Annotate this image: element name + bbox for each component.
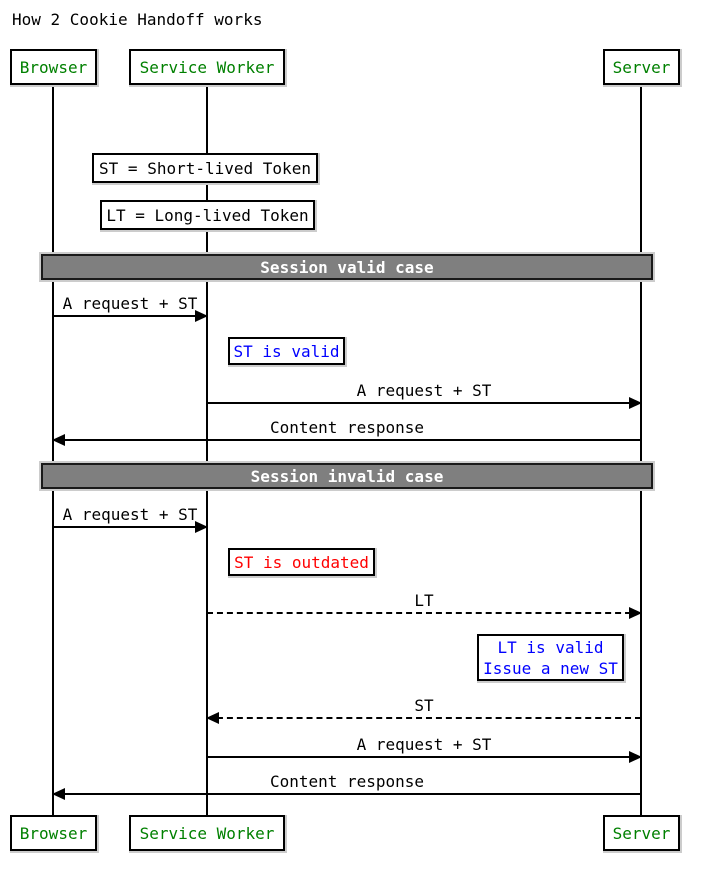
arrow-line bbox=[52, 434, 641, 446]
arrowhead-right-icon bbox=[195, 521, 208, 533]
actor-label-browser: Browser bbox=[19, 823, 88, 843]
arrow-line-dashed bbox=[206, 712, 641, 724]
arrowhead-right-icon bbox=[195, 310, 208, 322]
arrow-line bbox=[207, 397, 642, 409]
actor-label-service-worker: Service Worker bbox=[139, 57, 275, 77]
arrowhead-right-icon bbox=[629, 751, 642, 763]
divider-session-valid-label: Session valid case bbox=[260, 257, 434, 277]
message-valid-worker-request: A request + ST bbox=[207, 381, 642, 409]
message-invalid-st: ST bbox=[206, 696, 641, 724]
lifeline-service-worker bbox=[206, 85, 208, 815]
message-valid-response-label: Content response bbox=[269, 418, 425, 437]
note-st-outdated-text: ST is outdated bbox=[234, 552, 369, 572]
note-st-outdated: ST is outdated bbox=[228, 548, 375, 576]
message-invalid-browser-request-label: A request + ST bbox=[62, 505, 198, 524]
note-lt-valid-line1: LT is valid bbox=[497, 637, 604, 657]
message-valid-browser-request: A request + ST bbox=[53, 294, 208, 322]
divider-session-invalid-label: Session invalid case bbox=[250, 466, 444, 486]
arrow-line-dashed bbox=[207, 607, 642, 619]
note-st-definition: ST = Short-lived Token bbox=[92, 153, 318, 183]
note-lt-definition-text: LT = Long-lived Token bbox=[106, 205, 309, 225]
actor-box-service-worker-bottom: Service Worker bbox=[129, 815, 285, 851]
actor-label-server: Server bbox=[612, 57, 671, 77]
message-invalid-lt-label: LT bbox=[414, 591, 434, 610]
arrowhead-right-icon bbox=[629, 607, 642, 619]
divider-session-invalid: Session invalid case bbox=[41, 463, 653, 489]
actor-box-browser-top: Browser bbox=[10, 49, 97, 85]
message-invalid-worker-request: A request + ST bbox=[207, 735, 642, 763]
note-st-definition-text: ST = Short-lived Token bbox=[99, 158, 311, 178]
diagram-title: How 2 Cookie Handoff works bbox=[12, 10, 263, 29]
actor-label-service-worker: Service Worker bbox=[139, 823, 275, 843]
note-st-valid: ST is valid bbox=[228, 337, 345, 365]
message-invalid-st-label: ST bbox=[414, 696, 434, 715]
message-valid-response: Content response bbox=[52, 418, 641, 446]
arrowhead-left-icon bbox=[52, 788, 65, 800]
note-st-valid-text: ST is valid bbox=[233, 341, 340, 361]
arrow-line bbox=[207, 751, 642, 763]
lifeline-server bbox=[640, 85, 642, 815]
arrowhead-left-icon bbox=[52, 434, 65, 446]
message-valid-browser-request-label: A request + ST bbox=[62, 294, 198, 313]
actor-box-service-worker-top: Service Worker bbox=[129, 49, 285, 85]
note-lt-valid-line2: Issue a new ST bbox=[483, 658, 618, 678]
message-invalid-response: Content response bbox=[52, 772, 641, 800]
arrow-line bbox=[53, 521, 208, 533]
actor-label-server: Server bbox=[612, 823, 671, 843]
message-valid-worker-request-label: A request + ST bbox=[356, 381, 492, 400]
actor-box-server-bottom: Server bbox=[603, 815, 680, 851]
actor-label-browser: Browser bbox=[19, 57, 88, 77]
arrow-line bbox=[53, 310, 208, 322]
arrow-line bbox=[52, 788, 641, 800]
message-invalid-browser-request: A request + ST bbox=[53, 505, 208, 533]
actor-box-server-top: Server bbox=[603, 49, 680, 85]
message-invalid-worker-request-label: A request + ST bbox=[356, 735, 492, 754]
message-invalid-lt: LT bbox=[207, 591, 642, 619]
arrowhead-right-icon bbox=[629, 397, 642, 409]
lifeline-browser bbox=[52, 85, 54, 815]
note-lt-definition: LT = Long-lived Token bbox=[100, 200, 315, 230]
note-lt-valid: LT is valid Issue a new ST bbox=[477, 634, 624, 681]
arrowhead-left-icon bbox=[206, 712, 219, 724]
actor-box-browser-bottom: Browser bbox=[10, 815, 97, 851]
divider-session-valid: Session valid case bbox=[41, 254, 653, 280]
message-invalid-response-label: Content response bbox=[269, 772, 425, 791]
